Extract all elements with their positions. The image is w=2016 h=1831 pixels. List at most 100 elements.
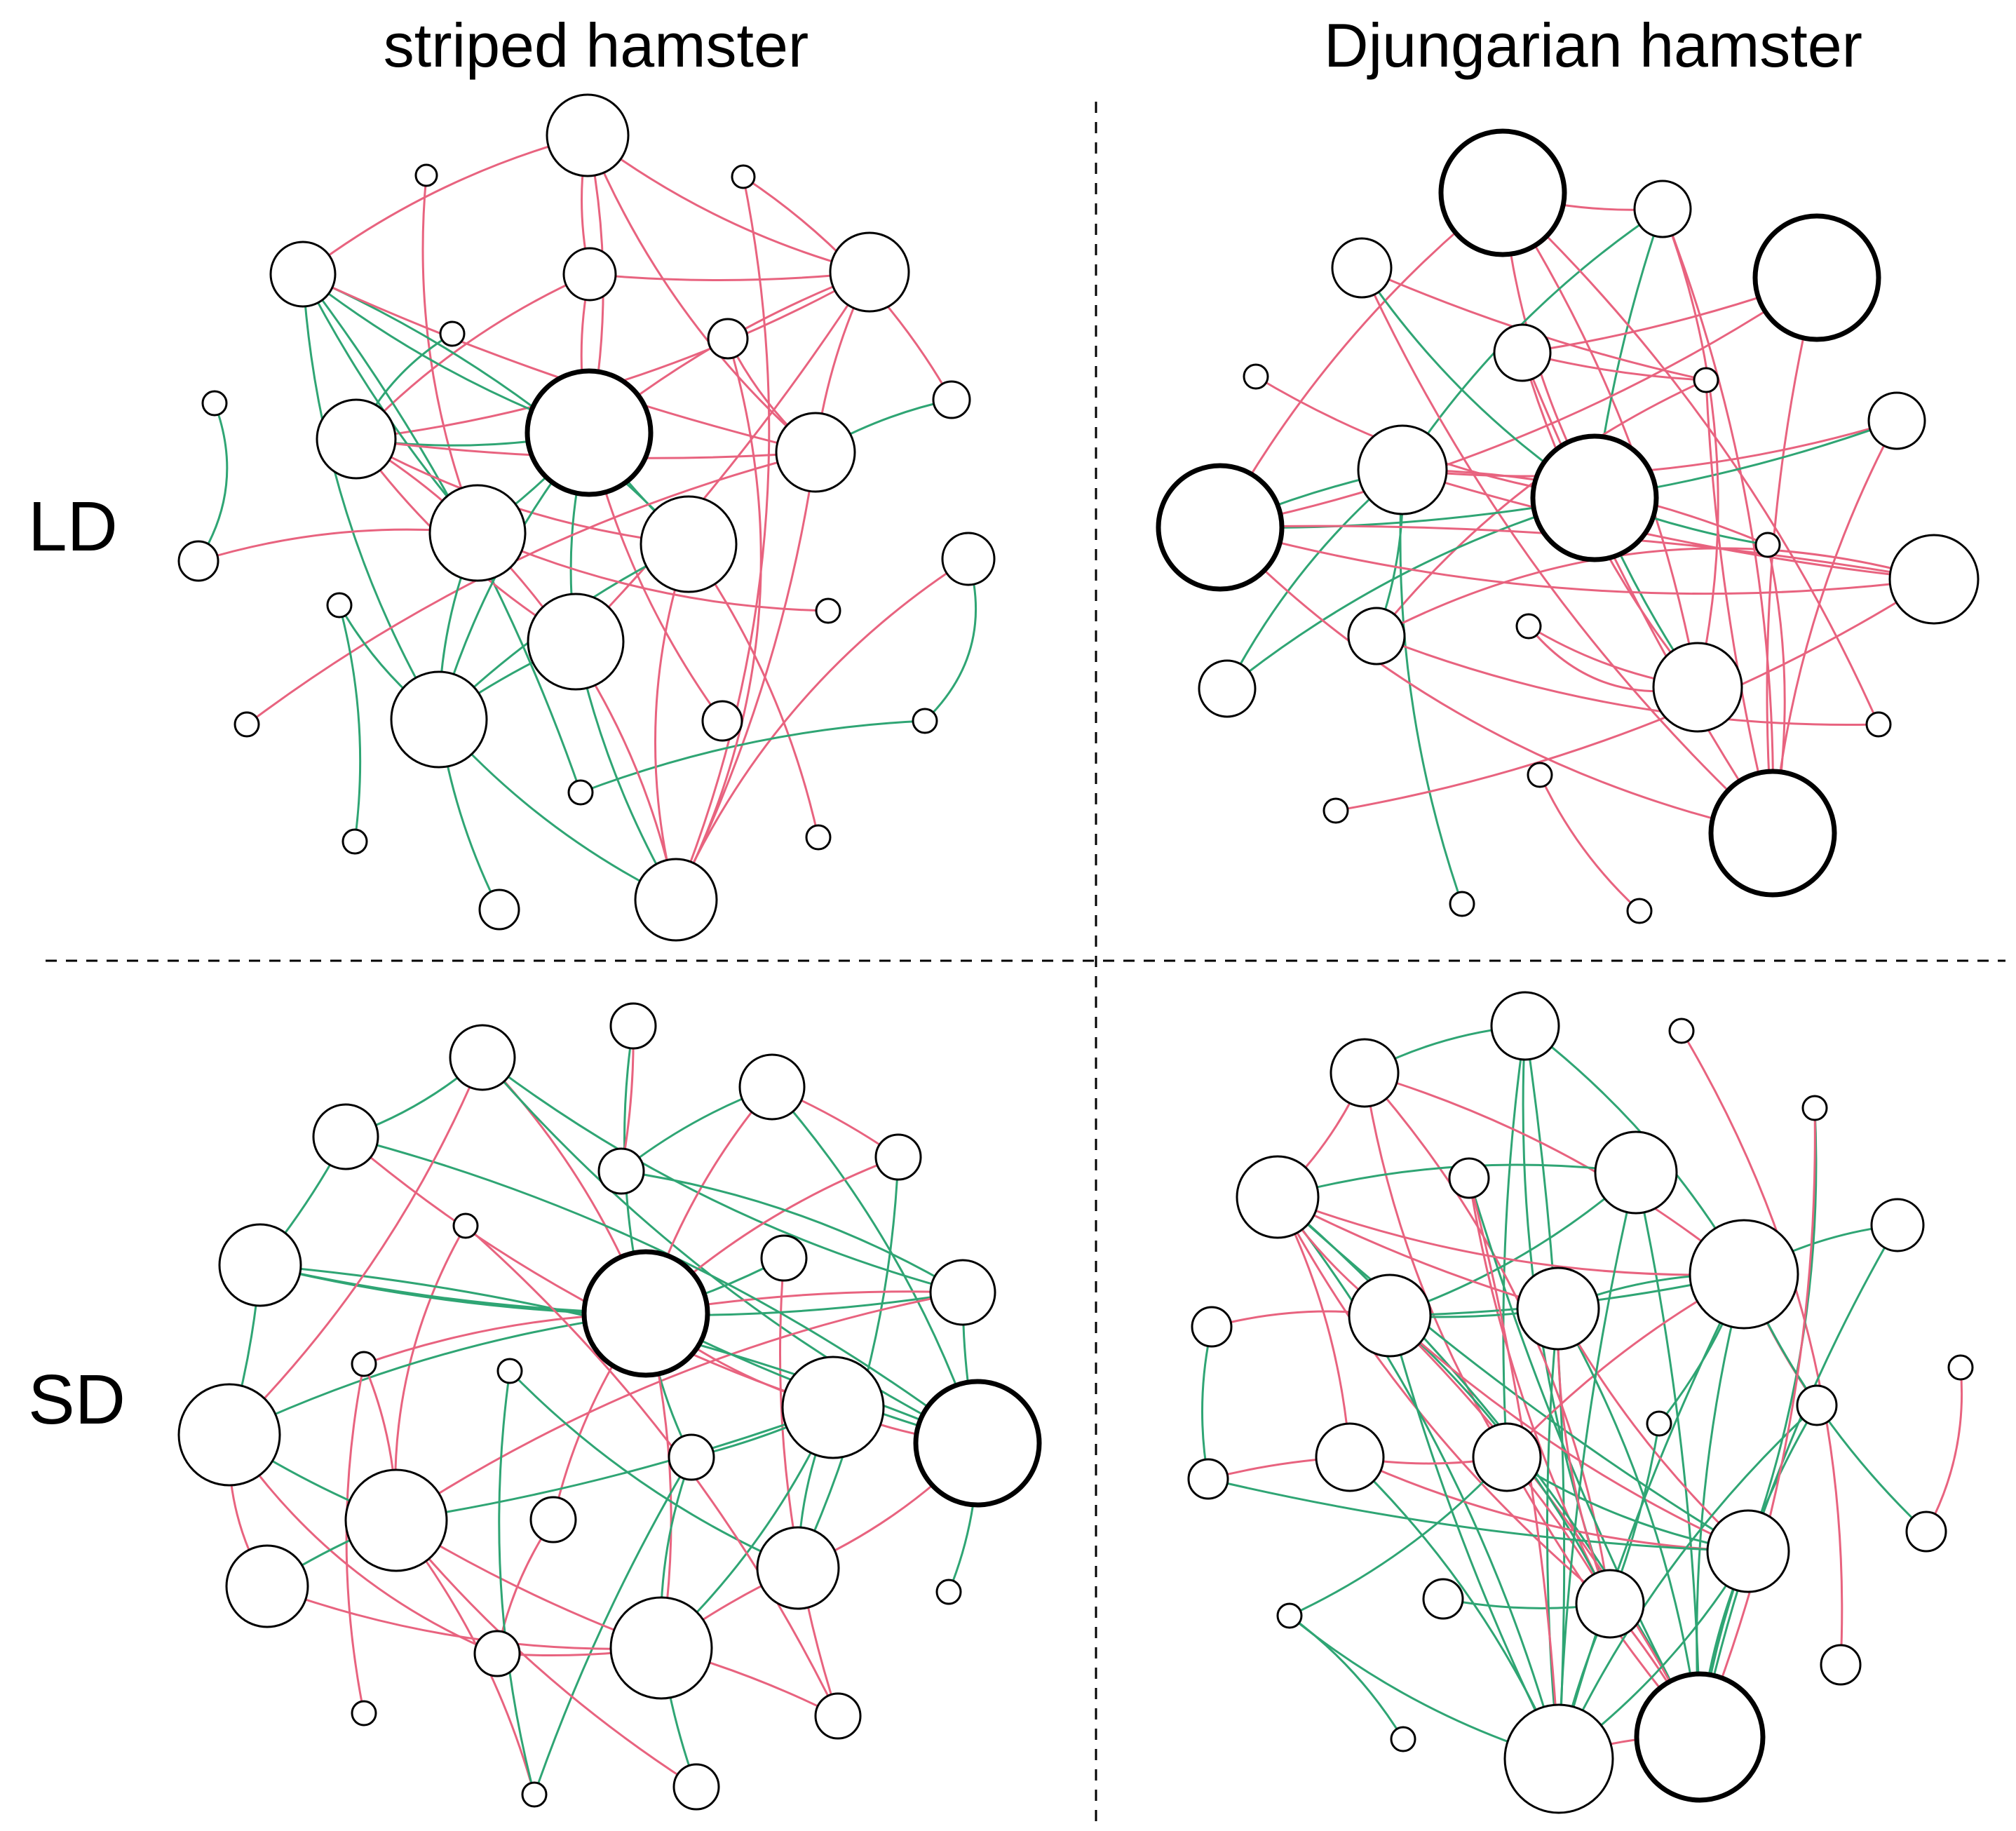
- network-node: [1515, 613, 1542, 640]
- negative-edge: [675, 338, 762, 900]
- network-node: [1449, 891, 1475, 917]
- network-node: [351, 1351, 377, 1377]
- network-node: [351, 1700, 377, 1727]
- network-node: [640, 495, 738, 593]
- network-node: [1594, 1130, 1678, 1215]
- network-node: [929, 1259, 996, 1326]
- network-node: [1527, 762, 1553, 788]
- network-node: [1330, 1038, 1400, 1108]
- hub-node: [581, 1249, 710, 1378]
- negative-edge: [476, 532, 677, 900]
- negative-edge: [1771, 420, 1898, 834]
- negative-edge: [1661, 208, 1719, 688]
- network-node: [201, 390, 228, 417]
- negative-edge: [1557, 1308, 1750, 1553]
- network-node: [775, 412, 856, 493]
- network-node: [756, 1526, 840, 1610]
- network-node: [731, 164, 756, 189]
- network-node: [452, 1212, 479, 1239]
- panel-djungarian-ld-nodes: [1156, 128, 1980, 924]
- network-node: [815, 597, 841, 624]
- negative-edge: [1501, 192, 1699, 688]
- network-node: [439, 320, 466, 347]
- negative-edge: [654, 543, 690, 900]
- network-node: [546, 93, 630, 177]
- network-node: [1754, 532, 1781, 558]
- network-node: [1865, 711, 1892, 738]
- network-node: [529, 1496, 577, 1543]
- negative-edge: [675, 558, 969, 900]
- positive-edge: [1524, 1025, 1566, 1759]
- negative-edge: [1219, 526, 1773, 835]
- network-node: [1187, 1458, 1229, 1500]
- network-node: [1357, 424, 1448, 515]
- positive-edge: [533, 1457, 693, 1795]
- network-node: [1422, 1578, 1464, 1620]
- positive-edge: [1289, 1456, 1508, 1617]
- negative-edge: [302, 273, 816, 454]
- positive-edge: [1557, 1308, 1701, 1738]
- positive-edge: [481, 1057, 978, 1445]
- network-node: [316, 398, 397, 480]
- positive-edge: [1696, 1273, 1745, 1738]
- network-node: [609, 1002, 657, 1050]
- negative-edge: [345, 1363, 365, 1714]
- network-node: [1322, 797, 1349, 824]
- negative-edge: [1364, 1072, 1745, 1276]
- negative-edge: [395, 1291, 963, 1522]
- network-node: [428, 484, 527, 582]
- hub-node: [525, 368, 654, 497]
- network-node: [781, 1356, 885, 1459]
- network-node: [473, 1630, 521, 1677]
- network-node: [390, 670, 488, 769]
- hub-node: [1708, 769, 1837, 898]
- panel-striped-sd-nodes: [177, 1002, 1042, 1811]
- network-node: [1516, 1266, 1600, 1351]
- negative-edge: [1468, 1177, 1611, 1604]
- negative-edge: [1705, 379, 1774, 834]
- negative-edge: [1219, 526, 1935, 595]
- network-node: [496, 1358, 523, 1384]
- network-node: [234, 711, 260, 738]
- network-node: [177, 1383, 281, 1487]
- negative-edge: [1388, 1314, 1749, 1553]
- network-node: [1652, 642, 1743, 733]
- positive-edge: [197, 403, 229, 562]
- positive-edge: [302, 273, 440, 720]
- network-node: [609, 1596, 713, 1700]
- network-node: [1276, 1602, 1303, 1629]
- network-node: [449, 1024, 516, 1091]
- negative-edge: [1335, 578, 1935, 812]
- network-node: [1315, 1422, 1385, 1492]
- network-node: [1448, 1157, 1490, 1199]
- network-node: [932, 380, 971, 419]
- row-title-ld: LD: [28, 487, 118, 566]
- network-node: [1472, 1422, 1542, 1492]
- network-node: [225, 1544, 309, 1628]
- negative-edge: [1538, 774, 1641, 912]
- network-node: [597, 1147, 645, 1195]
- network-node: [414, 163, 438, 187]
- negative-edge: [421, 175, 479, 534]
- negative-edge: [1376, 635, 1879, 726]
- network-node: [1905, 1511, 1947, 1553]
- positive-edge: [395, 1406, 834, 1522]
- hub-node: [1156, 463, 1285, 592]
- positive-edge: [338, 604, 362, 842]
- network-node: [1801, 1095, 1828, 1121]
- network-node: [1867, 391, 1926, 450]
- network-node: [1626, 898, 1653, 924]
- positive-edge: [1747, 1107, 1818, 1552]
- row-title-sd: SD: [28, 1360, 126, 1439]
- positive-edge: [1276, 1196, 1749, 1553]
- column-title-striped-hamster: striped hamster: [384, 11, 809, 80]
- column-title-djungarian-hamster: Djungarian hamster: [1324, 11, 1862, 80]
- network-node: [1947, 1354, 1974, 1381]
- network-node: [1820, 1644, 1862, 1686]
- positive-edge: [621, 1170, 963, 1294]
- network-node: [1668, 1018, 1695, 1044]
- network-node: [1243, 363, 1269, 390]
- network-node: [935, 1579, 962, 1605]
- network-node: [1347, 607, 1406, 665]
- network-node: [829, 231, 910, 313]
